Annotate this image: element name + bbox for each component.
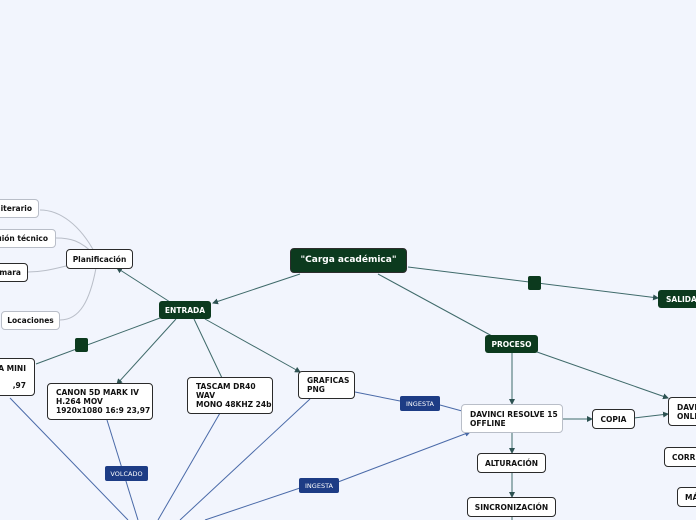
edge-ingesta-davinci <box>439 404 463 412</box>
edge-plan-camara <box>27 265 67 273</box>
corr-node[interactable]: CORR <box>664 447 696 467</box>
tascam-node[interactable]: TASCAM DR40 WAV MONO 48KHZ 24b <box>187 377 273 414</box>
tascam-line3: MONO 48KHZ 24b <box>196 400 272 409</box>
guion-tecnico-node[interactable]: uión técnico <box>0 229 56 248</box>
edge-mini-hub <box>9 397 129 520</box>
edge-copia-online <box>633 411 669 419</box>
graficas-node[interactable]: GRAFICAS PNG <box>298 371 355 399</box>
salida-node[interactable]: SALIDA <box>658 290 696 308</box>
camara-node[interactable]: mara <box>0 263 28 282</box>
tascam-line2: WAV <box>196 391 216 400</box>
camera-mini-line2: ,97 <box>12 381 26 390</box>
edge-entrada-tascam <box>193 318 223 379</box>
davinci-online-line2: ONLI <box>677 411 696 421</box>
graficas-line1: GRAFICAS <box>307 376 350 385</box>
canon-line3: 1920x1080 16:9 23,97 <box>56 406 151 415</box>
alturacion-node[interactable]: ALTURACIÓN <box>477 453 546 473</box>
planificacion-node[interactable]: Planificación <box>66 249 133 269</box>
davinci-online-node[interactable]: DAVI ONLI <box>668 397 696 426</box>
copia-node[interactable]: COPIA <box>592 409 635 429</box>
edge-entrada-planificacion <box>116 267 171 303</box>
literario-node[interactable]: literario <box>0 199 39 218</box>
proceso-node[interactable]: PROCESO <box>485 335 538 353</box>
davinci-online-line1: DAVI <box>677 402 696 412</box>
entrada-node[interactable]: ENTRADA <box>159 301 211 319</box>
edge-graficas-hub <box>179 398 311 520</box>
ingesta-tag-2: INGESTA <box>299 478 339 493</box>
collapse-square-salida[interactable] <box>528 276 541 290</box>
davinci-line1: DAVINCI RESOLVE 15 <box>470 409 558 419</box>
collapse-square-entrada[interactable] <box>75 338 88 352</box>
edge-root-entrada <box>212 273 301 305</box>
edge-entrada-graficas <box>204 318 301 373</box>
edge-plan-literario <box>39 209 96 254</box>
sincronizacion-node[interactable]: SINCRONIZACIÓN <box>467 497 556 517</box>
camera-mini-node[interactable]: A MINI ,97 <box>0 358 35 396</box>
davinci-line2: OFFLINE <box>470 418 506 428</box>
root-node[interactable]: "Carga académica" <box>290 248 407 273</box>
canon-node[interactable]: CANON 5D MARK IV H.264 MOV 1920x1080 16:… <box>47 383 153 420</box>
edge-root-proceso <box>377 273 493 337</box>
davinci-offline-node[interactable]: DAVINCI RESOLVE 15 OFFLINE <box>461 404 563 433</box>
edge-hub-ingesta2 <box>204 487 301 520</box>
camera-mini-line1: A MINI <box>0 364 26 373</box>
canon-line1: CANON 5D MARK IV <box>56 388 139 397</box>
edge-graficas-ingesta <box>354 391 401 402</box>
locaciones-node[interactable]: Locaciones <box>1 311 60 330</box>
tascam-line1: TASCAM DR40 <box>196 382 256 391</box>
edge-entrada-mini <box>35 317 161 365</box>
edge-plan-locaciones <box>59 267 97 321</box>
edge-ingesta2-davinci <box>337 430 471 483</box>
edge-tascam-hub <box>157 412 221 520</box>
edge-proceso-davinci-online <box>536 351 669 400</box>
ingesta-tag: INGESTA <box>400 396 440 411</box>
mas-node[interactable]: MÁ <box>677 487 696 507</box>
canon-line2: H.264 MOV <box>56 397 103 406</box>
edge-entrada-canon <box>116 318 177 385</box>
graficas-line2: PNG <box>307 385 325 394</box>
volcado-tag: VOLCADO <box>105 466 148 481</box>
